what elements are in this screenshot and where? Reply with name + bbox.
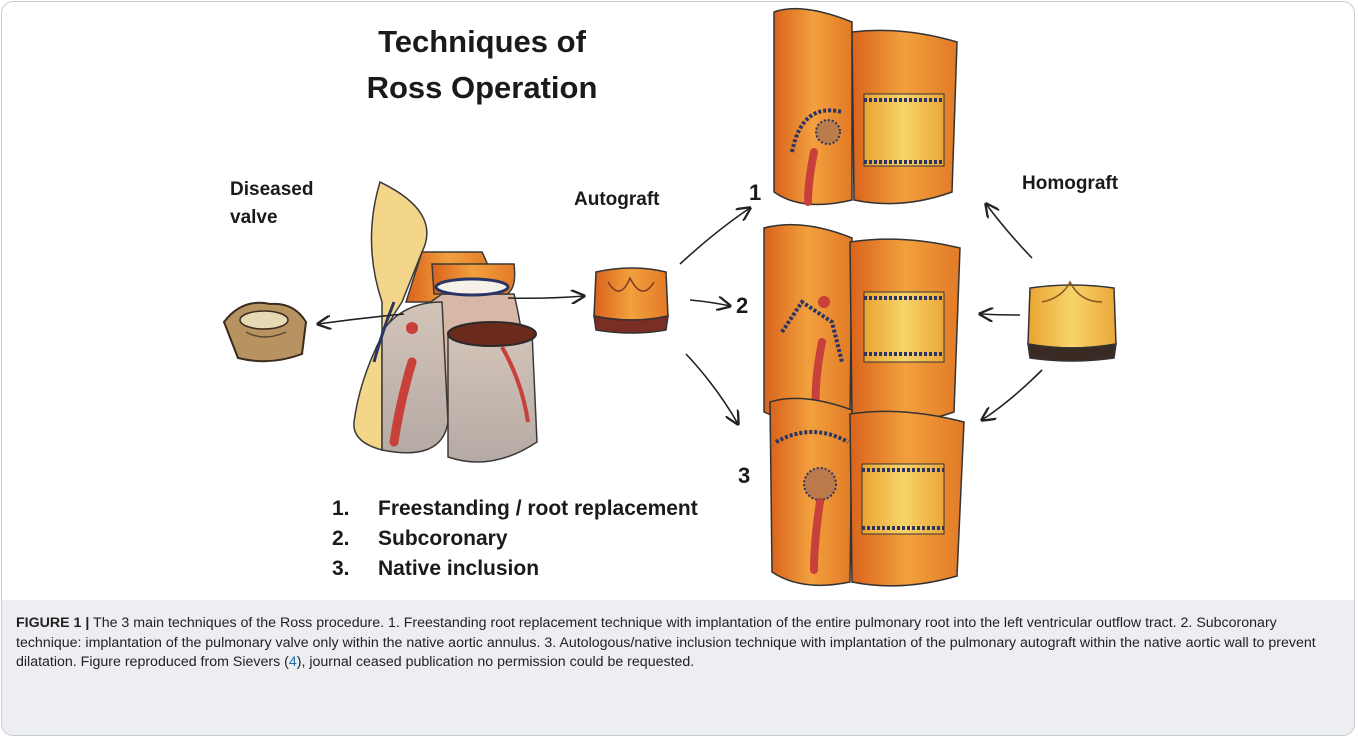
legend-number-1: 1. [332,497,350,520]
arrow-autograft-to-3 [686,354,738,424]
caption-text-end: ), journal ceased publication no permiss… [297,654,695,670]
autograft-drawing [594,268,668,333]
autograft-label: Autograft [574,189,660,210]
arrow-autograft-to-2 [690,300,730,306]
technique-legend: 1. Freestanding / root replacement 2. Su… [332,497,698,580]
ross-operation-illustration: Techniques of Ross Operation Diseased va… [2,2,1355,602]
arrow-homograft-to-2 [980,314,1020,315]
arrow-homograft-to-1 [986,204,1032,258]
diseased-valve-drawing [224,303,306,361]
aortic-root-drawing [354,182,537,462]
diseased-valve-label-line-1: Diseased [230,179,313,200]
caption-label: FIGURE 1 | [16,615,89,631]
step-number-2: 2 [736,293,748,318]
arrow-autograft-to-1 [680,208,750,264]
legend-text-3: Native inclusion [378,557,539,580]
arrow-homograft-to-3 [982,370,1042,420]
legend-number-2: 2. [332,527,350,550]
result-drawing-1 [774,9,957,205]
result-drawing-2 [764,225,960,425]
homograft-drawing [1028,282,1116,361]
step-number-3: 3 [738,463,750,488]
title-line-1: Techniques of [378,24,587,59]
result-drawing-3 [770,398,964,585]
figure-caption: FIGURE 1 | The 3 main techniques of the … [16,614,1342,673]
title-line-2: Ross Operation [367,70,598,105]
legend-text-1: Freestanding / root replacement [378,497,698,520]
homograft-label: Homograft [1022,173,1119,194]
step-number-1: 1 [749,180,761,205]
diseased-valve-label-line-2: valve [230,207,278,228]
caption-reference-link[interactable]: 4 [289,654,297,670]
legend-number-3: 3. [332,557,350,580]
arrow-to-autograft [508,296,584,298]
legend-text-2: Subcoronary [378,527,508,550]
